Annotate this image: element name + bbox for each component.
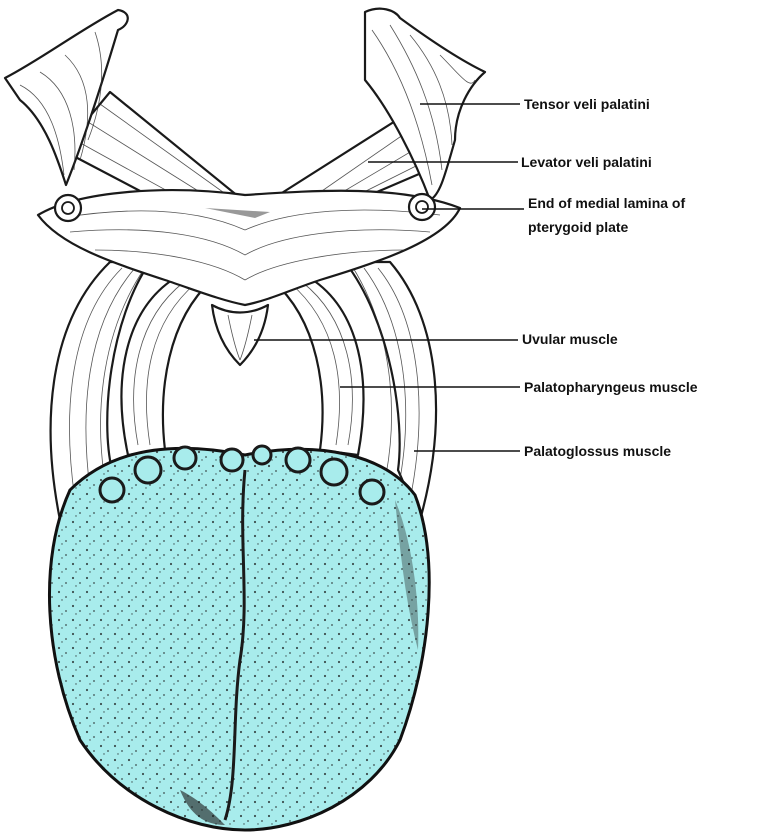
label-end-of-medial-lamina-line2: pterygoid plate [528,219,629,235]
tongue [48,444,431,832]
label-tensor-veli-palatini: Tensor veli palatini [524,96,650,112]
label-palatoglossus-muscle: Palatoglossus muscle [524,443,671,459]
pterygoid-hamulus-right [407,192,437,222]
palatine-aponeurosis [36,189,462,307]
label-end-of-medial-lamina-line1: End of medial lamina of [528,195,685,211]
label-levator-veli-palatini: Levator veli palatini [521,154,652,170]
pterygoid-hamulus-left [53,193,83,223]
label-palatopharyngeus-muscle: Palatopharyngeus muscle [524,379,698,395]
label-uvular-muscle: Uvular muscle [522,331,618,347]
uvular-muscle [210,303,270,367]
